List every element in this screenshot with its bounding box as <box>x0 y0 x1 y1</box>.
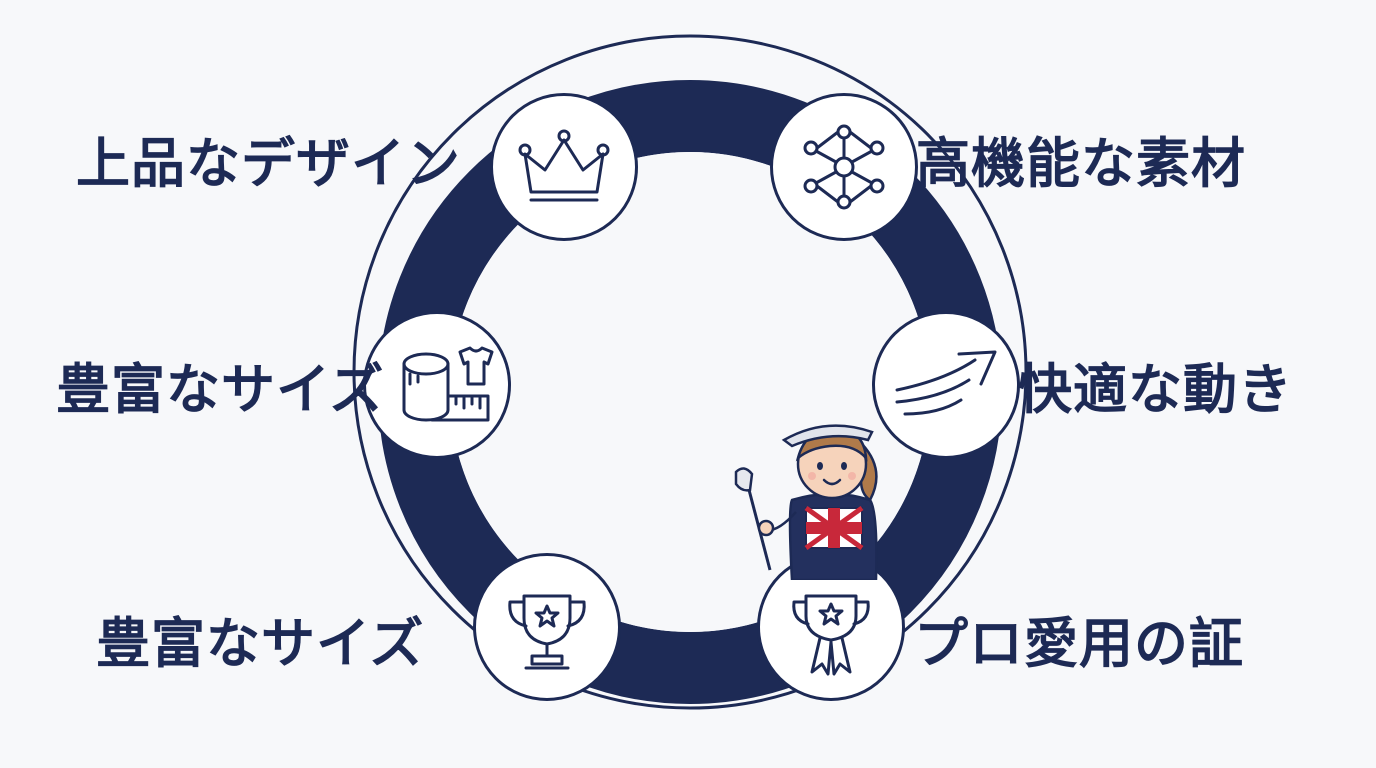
node-movement <box>872 311 1020 459</box>
trophy-icon <box>508 594 586 670</box>
label-material: 高機能な素材 <box>916 132 1246 195</box>
node-sizes-2 <box>473 553 621 701</box>
node-design <box>490 93 638 241</box>
node-sizes <box>363 311 511 459</box>
motion-arrow-icon <box>895 350 997 416</box>
label-sizes-2: 豊富なサイズ <box>96 612 425 675</box>
label-pro: プロ愛用の証 <box>914 612 1244 675</box>
network-nodes-icon <box>803 124 885 210</box>
award-ribbon-icon <box>792 594 870 676</box>
label-sizes: 豊富なサイズ <box>56 358 385 421</box>
label-movement: 快適な動き <box>1018 358 1293 421</box>
ring-outer-outline <box>352 34 1028 710</box>
tape-measure-shirt-icon <box>402 346 494 422</box>
node-material <box>770 93 918 241</box>
golfer-girl-icon <box>734 424 878 580</box>
label-design: 上品なデザイン <box>76 132 461 195</box>
crown-icon <box>518 129 610 202</box>
